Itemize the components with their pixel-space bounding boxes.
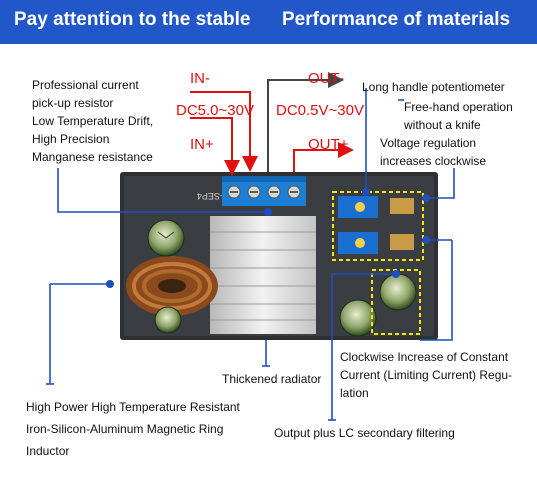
terminal-block (222, 176, 306, 206)
in-minus-label: IN- (190, 70, 210, 87)
inductor (126, 256, 218, 316)
potentiometer-current (338, 232, 414, 254)
product-diagram: XY-SEP4 (0, 44, 537, 495)
lc-filter-label: Output plus LC secondary filtering (274, 426, 455, 440)
capacitor-output-right (379, 273, 417, 311)
capacitor-input (147, 219, 185, 257)
silkscreen-top: XY-SEP4 (197, 191, 234, 201)
current-resistor-label: Professional current pick-up resistor Lo… (32, 78, 154, 164)
input-arrows (190, 91, 258, 176)
header-title-right: Performance of materials (282, 9, 511, 30)
in-plus-label: IN+ (190, 136, 214, 153)
radiator-label: Thickened radiator (222, 372, 322, 386)
pointer-lines (46, 88, 455, 421)
in-voltage-label: DC5.0~30V (176, 102, 254, 119)
capacitor-small (154, 306, 182, 334)
out-voltage-label: DC0.5V~30V (276, 102, 364, 119)
potentiometer-label: Long handle potentiometer (362, 80, 505, 94)
current-regulation-label: Clockwise Increase of Constant Current (… (340, 350, 513, 400)
header-title-left: Pay attention to the stable (14, 9, 251, 30)
voltage-regulation-label: Voltage regulation increases clockwise (380, 136, 487, 168)
out-plus-label: OUT+ (308, 136, 349, 153)
potentiometer-highlight (332, 191, 424, 261)
board-illustration: XY-SEP4 (46, 72, 455, 421)
potentiometer-voltage (338, 196, 414, 218)
out-minus-label: OUT- (308, 70, 344, 87)
heatsink (210, 216, 316, 334)
magnetic-ring-label: High Power High Temperature Resistant Ir… (26, 400, 240, 458)
output-arrows (267, 72, 354, 172)
freehand-label: Free-hand operation without a knife (404, 100, 513, 132)
capacitor-output-left (339, 299, 377, 337)
header-banner: Pay attention to the stable Performance … (0, 0, 537, 44)
